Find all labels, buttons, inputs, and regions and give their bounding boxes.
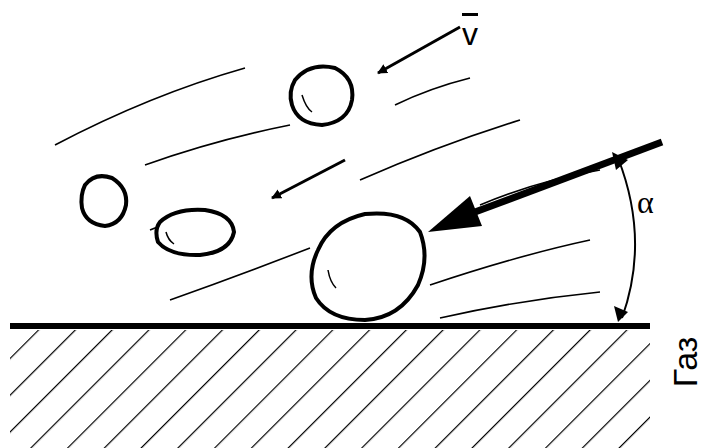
- velocity-arrow: [475, 142, 662, 212]
- angle-arrowhead: [612, 152, 628, 170]
- medium-label: Газ: [668, 337, 702, 388]
- flow-arrow: [272, 160, 345, 198]
- velocity-arrowhead: [428, 196, 482, 232]
- angle-symbol: α: [637, 186, 654, 218]
- flow-arrow: [378, 27, 460, 73]
- angle-arc: [618, 158, 635, 318]
- particles: [81, 67, 424, 321]
- velocity-symbol: v: [462, 14, 478, 50]
- hatching: [10, 330, 650, 448]
- angle-arrowhead: [614, 306, 628, 322]
- surface: [10, 323, 650, 329]
